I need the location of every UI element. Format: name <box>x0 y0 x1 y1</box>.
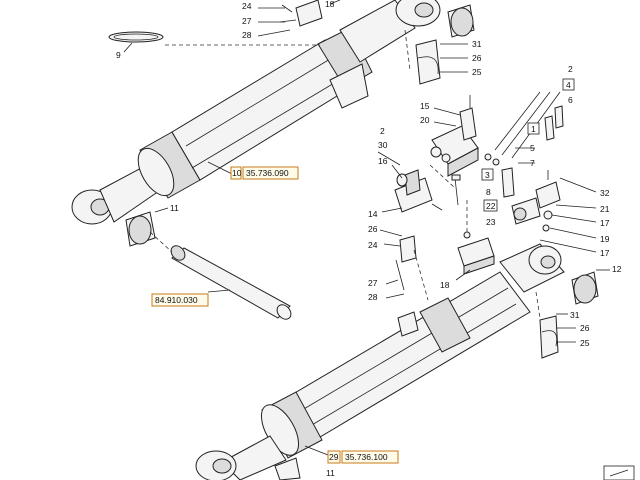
label-1: 1 <box>531 124 536 134</box>
label-14: 14 <box>368 209 378 219</box>
label-3: 3 <box>485 170 490 180</box>
label-7: 7 <box>530 158 535 168</box>
label-5: 5 <box>530 143 535 153</box>
label-28: 28 <box>242 30 252 40</box>
label-27b: 27 <box>368 278 378 288</box>
label-20: 20 <box>420 115 430 125</box>
label-21: 21 <box>600 204 610 214</box>
label-17: 17 <box>600 218 610 228</box>
upper-barrel-top <box>339 0 416 63</box>
label-8: 8 <box>486 187 491 197</box>
corner-marker-icon <box>603 465 635 480</box>
label-11b: 11 <box>326 468 335 478</box>
o-ring-9 <box>108 31 164 53</box>
label-19: 19 <box>600 234 610 244</box>
bolt-8 <box>451 174 461 206</box>
mounting-bracket-14 <box>377 151 456 213</box>
ref-code-84-910-030: 84.910.030 <box>155 295 198 305</box>
label-26b: 26 <box>368 224 378 234</box>
label-15: 15 <box>420 101 430 111</box>
label-28b: 28 <box>368 292 378 302</box>
label-11: 11 <box>170 203 179 213</box>
lower-barrel-clamp <box>419 297 471 353</box>
upper-strap-clamp <box>404 29 468 85</box>
lower-strap-clamp <box>535 291 576 359</box>
label-4: 4 <box>566 80 571 90</box>
ref-code-35-736-090: 35.736.090 <box>246 168 289 178</box>
ref-35-736-100[interactable]: 29 35.736.100 <box>327 450 399 464</box>
label-26c: 26 <box>580 323 590 333</box>
label-31b: 31 <box>570 310 580 320</box>
upper-cylinder <box>71 0 416 225</box>
label-27: 27 <box>242 16 252 26</box>
label-26: 26 <box>472 53 482 63</box>
upper-bushing-11 <box>125 207 169 247</box>
label-17b: 17 <box>600 248 610 258</box>
label-2b: 2 <box>380 126 385 136</box>
label-9: 9 <box>116 50 121 60</box>
ref-84-910-030[interactable]: 84.910.030 <box>151 293 209 307</box>
label-22: 22 <box>486 201 496 211</box>
ref-num-10: 10 <box>232 168 242 178</box>
upper-gland-face <box>137 147 175 197</box>
label-18: 18 <box>325 0 335 9</box>
pivot-pin <box>149 231 292 320</box>
adapter-7 <box>501 167 515 198</box>
lower-clamp-hardware <box>379 229 429 301</box>
ref-code-35-736-100: 35.736.100 <box>345 452 388 462</box>
solenoid-assembly <box>511 170 597 253</box>
label-32: 32 <box>600 188 610 198</box>
label-2: 2 <box>568 64 573 74</box>
lower-piston-rod <box>221 435 287 480</box>
lower-barrel <box>275 271 531 447</box>
label-24b: 24 <box>368 240 378 250</box>
valve-cartridge <box>459 107 477 141</box>
valve-block <box>430 95 479 177</box>
label-24: 24 <box>242 1 252 11</box>
label-12: 12 <box>612 264 622 274</box>
label-18b: 18 <box>440 280 450 290</box>
lower-right-eye <box>499 243 610 305</box>
upper-clamp-hardware <box>257 0 323 37</box>
label-25b: 25 <box>580 338 590 348</box>
ref-35-736-090[interactable]: 10 35.736.090 <box>230 166 299 180</box>
spacer-block-18 <box>455 200 495 281</box>
top-right-eye <box>395 0 475 38</box>
upper-mount-bracket <box>329 63 369 109</box>
label-31: 31 <box>472 39 482 49</box>
label-16: 16 <box>378 156 388 166</box>
lower-cylinder <box>195 271 531 480</box>
upper-barrel <box>171 39 356 181</box>
label-30: 30 <box>378 140 388 150</box>
ref-num-29: 29 <box>329 452 339 462</box>
lower-bushing-11 <box>274 457 301 480</box>
label-25: 25 <box>472 67 482 77</box>
valve-fittings <box>484 91 564 198</box>
label-6: 6 <box>568 95 573 105</box>
label-23: 23 <box>486 217 496 227</box>
